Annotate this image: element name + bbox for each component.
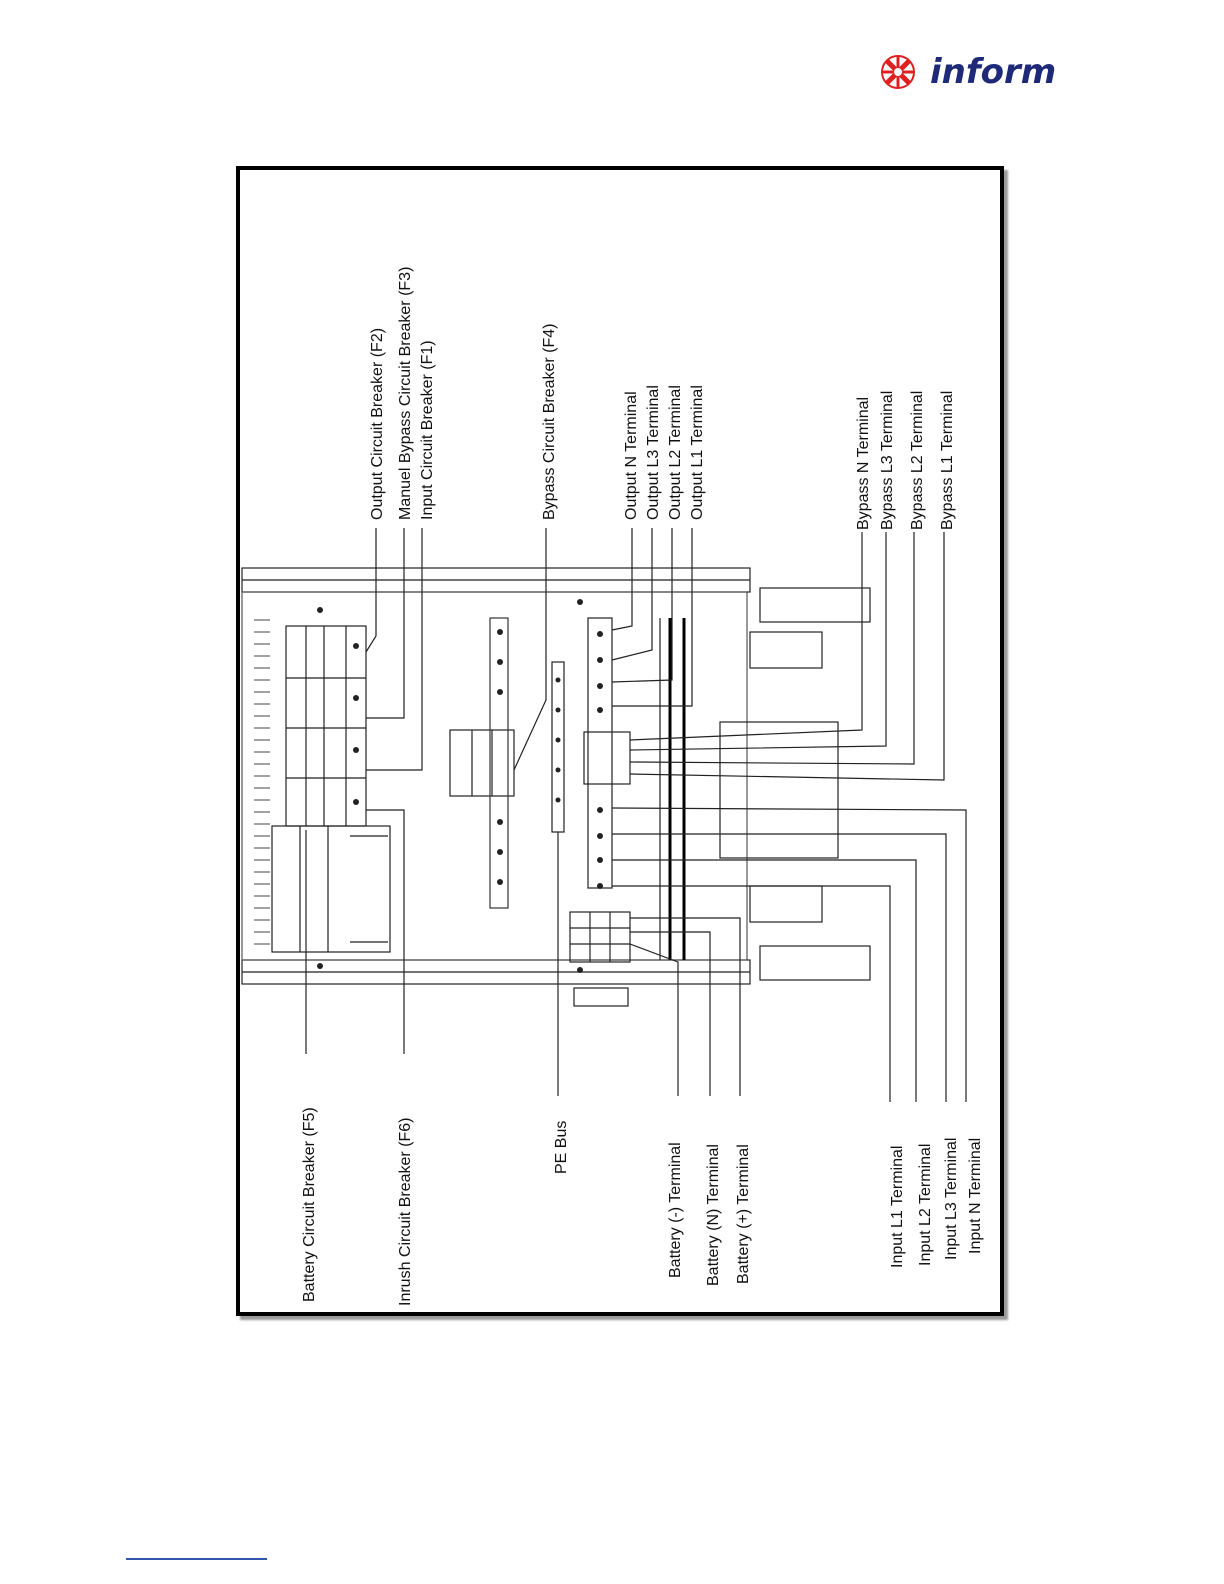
castor-top	[749, 631, 823, 669]
label-pe-bus: PE Bus	[553, 1121, 570, 1174]
label-battery-neg-terminal: Battery (-) Terminal	[667, 1142, 684, 1278]
footer-link-underline	[126, 1558, 267, 1560]
inrush-breaker-body	[271, 825, 391, 953]
label-input-l2-terminal: Input L2 Terminal	[917, 1144, 934, 1266]
battery-terminal-block	[569, 911, 631, 963]
label-bypass-breaker-f4: Bypass Circuit Breaker (F4)	[541, 324, 558, 521]
castor-bottom	[749, 885, 823, 923]
gland-plate	[719, 721, 839, 859]
label-output-l1-terminal: Output L1 Terminal	[689, 385, 706, 520]
cabinet-drawing: Output Circuit Breaker (F2) Manuel Bypas…	[241, 267, 984, 1307]
pe-bus	[551, 661, 565, 833]
label-bypass-l2-terminal: Bypass L2 Terminal	[909, 391, 926, 530]
label-bypass-l1-terminal: Bypass L1 Terminal	[939, 391, 956, 530]
label-bypass-l3-terminal: Bypass L3 Terminal	[879, 391, 896, 530]
logo-wordmark: inform	[930, 52, 1057, 92]
label-output-l3-terminal: Output L3 Terminal	[645, 385, 662, 520]
bypass-breaker-body	[449, 729, 515, 797]
breaker-block	[285, 625, 367, 827]
logo-star-icon	[881, 55, 915, 89]
label-battery-n-terminal: Battery (N) Terminal	[705, 1144, 722, 1286]
label-output-n-terminal: Output N Terminal	[623, 391, 640, 520]
label-input-l1-terminal: Input L1 Terminal	[889, 1146, 906, 1268]
label-input-breaker-f1: Input Circuit Breaker (F1)	[419, 340, 436, 520]
label-inrush-breaker-f6: Inrush Circuit Breaker (F6)	[397, 1118, 414, 1307]
label-input-n-terminal: Input N Terminal	[967, 1138, 984, 1254]
label-output-breaker-f2: Output Circuit Breaker (F2)	[369, 328, 386, 520]
label-battery-breaker-f5: Battery Circuit Breaker (F5)	[301, 1107, 318, 1302]
inform-logo: inform	[878, 52, 1068, 96]
label-output-l2-terminal: Output L2 Terminal	[667, 385, 684, 520]
label-bypass-n-terminal: Bypass N Terminal	[855, 397, 872, 530]
label-manual-bypass-breaker-f3: Manuel Bypass Circuit Breaker (F3)	[397, 267, 414, 520]
label-battery-pos-terminal: Battery (+) Terminal	[735, 1144, 752, 1284]
ups-terminal-diagram: Output Circuit Breaker (F2) Manuel Bypas…	[236, 166, 1004, 1316]
label-input-l3-terminal: Input L3 Terminal	[943, 1138, 960, 1260]
